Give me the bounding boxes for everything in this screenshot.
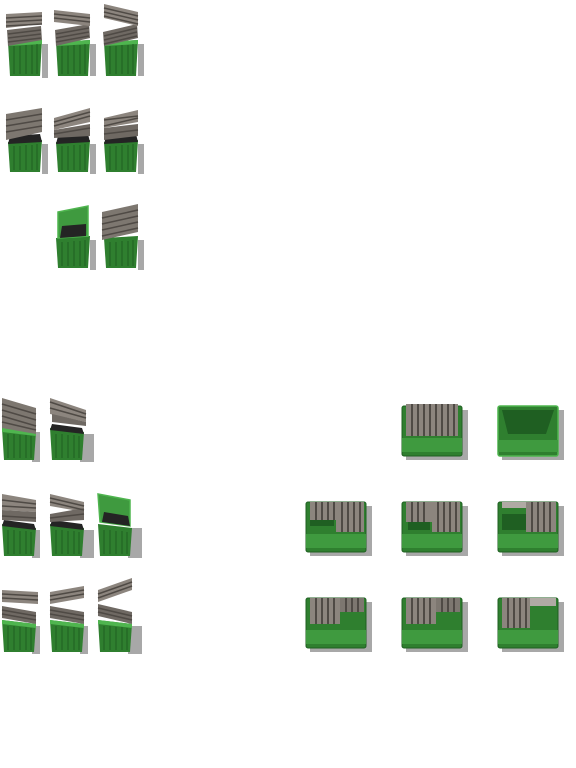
dumpster-sprite <box>0 396 46 464</box>
dumpster-sprite <box>304 594 372 652</box>
dumpster-sprite <box>52 202 98 272</box>
dumpster-sprite <box>400 498 468 556</box>
dumpster-sprite <box>52 6 98 78</box>
dumpster-sprite <box>100 202 146 272</box>
dumpster-sprite <box>100 2 146 78</box>
dumpster-sprite <box>0 492 46 560</box>
dumpster-sprite <box>96 576 146 656</box>
dumpster-sprite <box>52 106 98 176</box>
dumpster-sprite <box>48 582 94 656</box>
dumpster-sprite <box>496 594 564 652</box>
dumpster-sprite <box>0 586 46 656</box>
dumpster-sprite <box>400 594 468 652</box>
dumpster-sprite <box>48 492 98 560</box>
dumpster-sprite <box>100 106 146 176</box>
dumpster-sprite <box>4 10 50 80</box>
dumpster-sprite <box>496 498 564 556</box>
dumpster-sprite <box>496 402 564 460</box>
dumpster-sprite <box>4 106 50 176</box>
dumpster-sprite <box>48 396 98 464</box>
dumpster-sprite <box>304 498 372 556</box>
dumpster-sprite <box>96 490 146 560</box>
dumpster-sprite <box>400 402 468 460</box>
